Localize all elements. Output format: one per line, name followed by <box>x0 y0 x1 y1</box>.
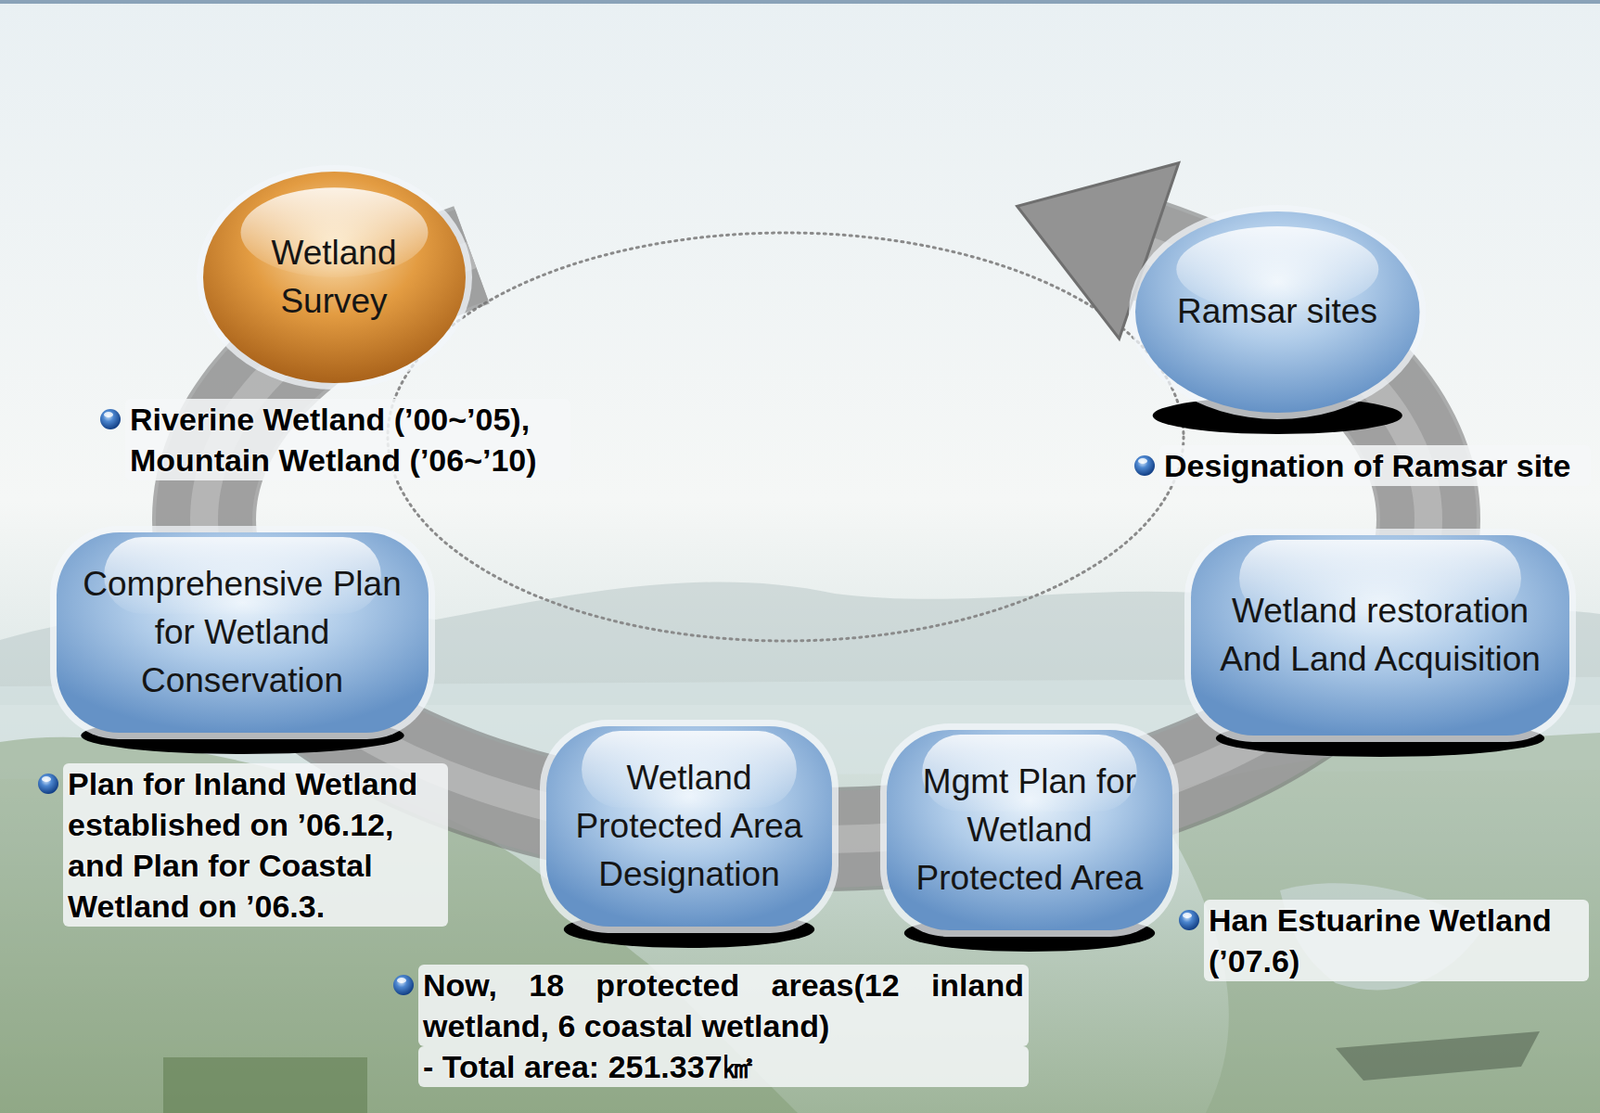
bullet-dot <box>100 409 121 430</box>
bubble-body <box>1190 535 1570 736</box>
node-label: Wetland Survey <box>250 229 418 326</box>
bubble-body <box>56 532 429 733</box>
note-text: Designation of Ramsar site <box>1159 445 1591 487</box>
node-label: Wetland Protected Area Designation <box>567 754 811 899</box>
bubble-body <box>1135 211 1421 413</box>
process-bubble: Wetland restoration And Land Acquisition <box>1184 528 1576 743</box>
bubble-outline <box>1184 528 1576 743</box>
note-text: Now, 18 protected areas(12 inland wetlan… <box>418 964 1029 1047</box>
bullet-dot <box>38 773 59 794</box>
node-label: Wetland restoration And Land Acquisition <box>1212 587 1549 684</box>
boat <box>1335 1031 1540 1081</box>
bullet-gloss <box>103 411 114 418</box>
note-text: Han Estuarine Wetland (’07.6) <box>1203 899 1589 982</box>
top-frame <box>0 0 1600 4</box>
bubble-rim <box>1184 528 1576 743</box>
bubble-rim <box>50 525 436 740</box>
bullet-gloss <box>1182 912 1192 919</box>
note-text: Riverine Wetland (’00~’05), Mountain Wet… <box>125 398 571 481</box>
bullet-dot <box>1134 455 1155 476</box>
bubble-body <box>886 729 1173 931</box>
process-bubble: Ramsar sites <box>1128 204 1427 420</box>
bubble-rim <box>196 165 473 390</box>
bubble-rim <box>1128 204 1427 420</box>
bubble-body <box>203 171 466 384</box>
bullet-ball <box>1134 455 1155 476</box>
bullet-dot <box>1178 909 1200 931</box>
node-label: Mgmt Plan for Wetland Protected Area <box>908 757 1152 903</box>
bubble-body <box>546 726 832 927</box>
note-text: Plan for Inland Wetland established on ’… <box>63 763 448 927</box>
bubble-outline <box>196 165 473 390</box>
bullet-ball <box>393 974 414 996</box>
process-bubble: Mgmt Plan for Wetland Protected Area <box>880 723 1179 937</box>
bullet-gloss <box>41 776 52 782</box>
bubble-rim <box>880 723 1179 937</box>
node-label: Comprehensive Plan for Wetland Conservat… <box>77 560 408 705</box>
process-bubble: Comprehensive Plan for Wetland Conservat… <box>50 525 436 740</box>
process-bubble: Wetland Protected Area Designation <box>539 719 839 934</box>
bullet-gloss <box>396 977 407 984</box>
bullet-gloss <box>1138 458 1148 464</box>
process-bubble: Wetland Survey <box>196 165 473 390</box>
bullet-ball <box>1178 909 1200 931</box>
bullet-ball <box>100 409 121 430</box>
node-label: Ramsar sites <box>1177 287 1378 336</box>
note-text: - Total area: 251.337㎢ <box>418 1046 1029 1088</box>
bullet-ball <box>38 773 59 794</box>
bullet-dot <box>393 974 414 996</box>
photo-thumbnail <box>163 1057 368 1113</box>
bubble-rim <box>539 719 839 934</box>
